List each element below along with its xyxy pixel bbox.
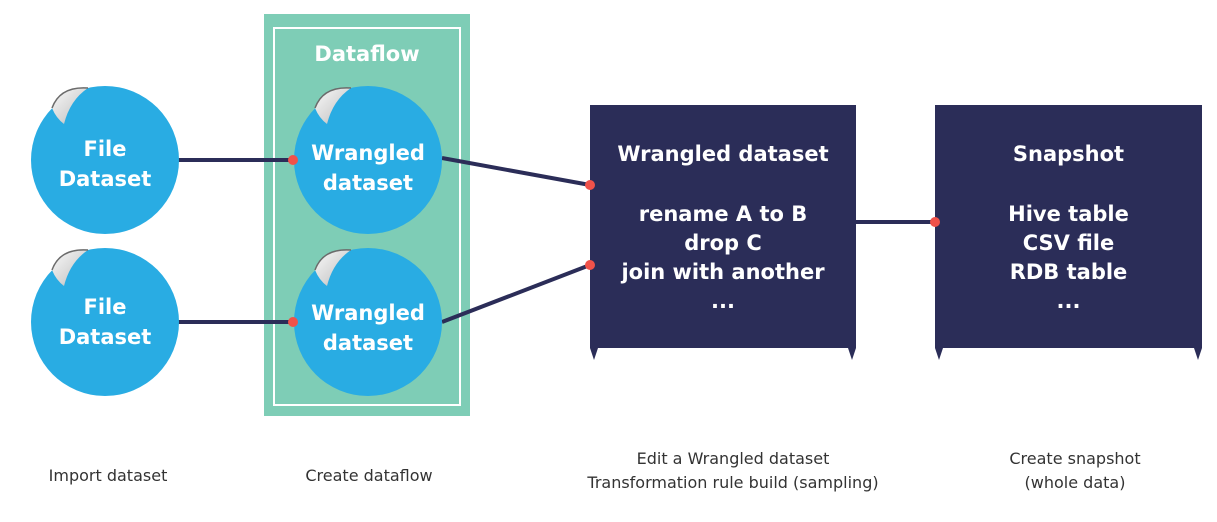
page-curl-icon — [52, 87, 88, 124]
page-curl-edge — [314, 87, 352, 109]
file-dataset-label-1: File Dataset — [31, 134, 179, 194]
rule-line: join with another — [621, 260, 825, 284]
file-dataset-label-line1: File — [83, 295, 127, 319]
wrangled-dataset-box[interactable] — [590, 105, 856, 360]
rule-line: rename A to B — [638, 202, 808, 226]
wrangled-dataset-label-line2: dataset — [322, 171, 414, 195]
file-dataset-label-line1: File — [83, 137, 127, 161]
target-line: CSV file — [1022, 231, 1115, 255]
wrangled-dataset-circle-2[interactable] — [294, 248, 442, 396]
wrangled-box-rules: rename A to B drop C join with another .… — [590, 200, 856, 316]
file-dataset-label-line2: Dataset — [58, 325, 152, 349]
file-dataset-circle-2[interactable] — [31, 248, 179, 396]
caption-line: Create snapshot — [1009, 449, 1141, 468]
wrangled-dataset-label-2: Wrangled dataset — [294, 298, 442, 358]
caption-edit-wrangled: Edit a Wrangled dataset Transformation r… — [543, 447, 923, 495]
rule-line: ... — [711, 289, 735, 313]
rule-line: drop C — [684, 231, 762, 255]
dataflow-panel-inner-border — [273, 27, 461, 406]
caption-import-dataset: Import dataset — [48, 466, 168, 485]
target-line: RDB table — [1009, 260, 1128, 284]
snapshot-box-title: Snapshot — [1012, 142, 1125, 166]
wrangled-dataset-label-1: Wrangled dataset — [294, 138, 442, 198]
page-curl-edge — [51, 249, 89, 271]
connection-dot — [288, 155, 298, 165]
page-curl-icon — [315, 87, 351, 124]
box-corner-tick — [848, 348, 856, 360]
box-corner-tick — [1194, 348, 1202, 360]
wrangled-dataset-label-line1: Wrangled — [311, 301, 425, 325]
file-dataset-circle-1[interactable] — [31, 86, 179, 234]
connector-wrangled1-to-box — [441, 156, 591, 187]
wrangled-dataset-circle-1[interactable] — [294, 86, 442, 234]
page-curl-icon — [315, 249, 351, 286]
connector-wrangled2-to-box — [441, 263, 591, 324]
wrangled-dataset-label-line1: Wrangled — [311, 141, 425, 165]
caption-line: (whole data) — [1024, 473, 1126, 492]
wrangled-dataset-label-line2: dataset — [322, 331, 414, 355]
box-corner-tick — [590, 348, 598, 360]
snapshot-box-targets: Hive table CSV file RDB table ... — [935, 200, 1202, 316]
file-dataset-label-line2: Dataset — [58, 167, 152, 191]
page-curl-edge — [51, 87, 89, 109]
target-line: ... — [1056, 289, 1081, 313]
box-corner-tick — [935, 348, 943, 360]
target-line: Hive table — [1008, 202, 1129, 226]
connection-dot — [585, 260, 595, 270]
snapshot-box[interactable] — [935, 105, 1202, 360]
dataflow-title: Dataflow — [314, 42, 420, 66]
caption-line: Edit a Wrangled dataset — [636, 449, 830, 468]
connection-dot — [585, 180, 595, 190]
file-dataset-label-2: File Dataset — [31, 292, 179, 352]
connection-dot — [930, 217, 940, 227]
caption-create-snapshot: Create snapshot (whole data) — [960, 447, 1190, 495]
page-curl-edge — [314, 249, 352, 271]
page-curl-icon — [52, 249, 88, 286]
connection-dot — [288, 317, 298, 327]
caption-line: Transformation rule build (sampling) — [587, 473, 879, 492]
wrangled-box-title: Wrangled dataset — [617, 142, 829, 166]
caption-create-dataflow: Create dataflow — [305, 466, 433, 485]
